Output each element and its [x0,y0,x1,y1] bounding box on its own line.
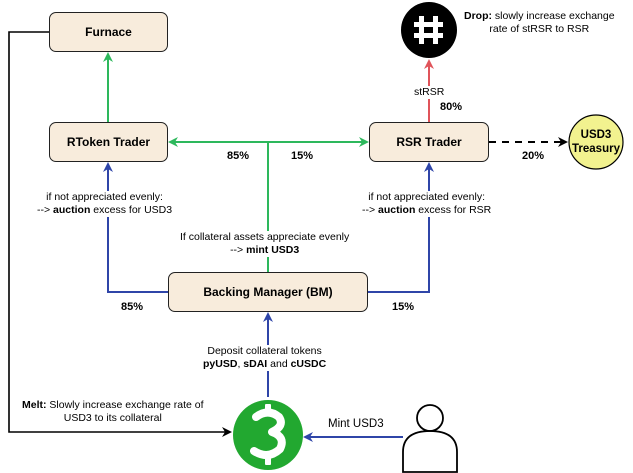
drop-label: Drop: slowly increase exchange rate of s… [464,10,615,36]
bm-to-rtoken-arrow [103,162,168,293]
strsr-percent: 80% [440,101,463,113]
melt-bold: Melt: [22,399,47,411]
treasury-circle [568,114,624,170]
mint-condition-label: If collateral assets appreciate evenly -… [180,231,350,257]
rtoken-auction-bold: auction [53,204,91,216]
rtoken-auction-prefix: --> [37,204,54,216]
backing-manager-label: Backing Manager (BM) [203,285,333,299]
green-left-percent: 85% [227,150,250,162]
deposit-sep-1: , [237,358,244,370]
deposit-token-pyusd: pyUSD [203,358,238,370]
rsr-auction-suffix: excess for RSR [415,204,492,216]
furnace-label: Furnace [85,25,132,39]
treasury-label-line2: Treasury [572,143,620,155]
rsr-trader-node[interactable]: RSR Trader [369,122,489,162]
green-right-percent: 15% [291,150,314,162]
treasury-percent: 20% [522,150,545,162]
deposit-label: Deposit collateral tokens pyUSD, sDAI an… [203,345,327,371]
strsr-label: stRSR [414,86,445,99]
mint-condition-prefix: --> [230,244,247,256]
melt-text-2: USD3 to its collateral [63,412,162,424]
blue-right-percent: 15% [392,301,415,313]
hash-icon [401,2,457,58]
rtoken-trader-label: RToken Trader [66,135,151,149]
rsr-auction-bold: auction [378,204,416,216]
bm-to-rsr-arrow [368,162,434,293]
rsr-auction-label: if not appreciated evenly: --> auction e… [362,191,492,217]
rtoken-trader-node[interactable]: RToken Trader [49,122,168,162]
deposit-token-sdai: sDAI [243,358,268,370]
mint-condition-line1: If collateral assets appreciate evenly [180,231,350,243]
mint-usd3-label: Mint USD3 [328,418,384,431]
rtoken-auction-line1: if not appreciated evenly: [46,191,163,203]
melt-text-1: Slowly increase exchange rate of [46,399,204,411]
usd3-coin-icon [233,400,303,470]
rsr-trader-label: RSR Trader [396,135,462,149]
person-icon [402,404,458,473]
deposit-line1: Deposit collateral tokens [207,345,322,357]
deposit-sep-2: and [267,358,291,370]
drop-text-1: slowly increase exchange [492,10,615,22]
rtoken-auction-suffix: excess for USD3 [90,204,173,216]
drop-bold: Drop: [464,10,492,22]
treasury-label-line1: USD3 [580,129,612,141]
treasury-node[interactable]: USD3 Treasury [568,128,624,156]
backing-manager-node[interactable]: Backing Manager (BM) [168,272,368,312]
blue-left-percent: 85% [121,301,144,313]
melt-label: Melt: Slowly increase exchange rate of U… [22,399,204,425]
deposit-token-cusdc: cUSDC [290,358,327,370]
furnace-node[interactable]: Furnace [49,12,168,52]
melt-connector [8,31,232,437]
mint-condition-bold: mint USD3 [246,244,300,256]
rsr-auction-line1: if not appreciated evenly: [368,191,485,203]
drop-text-2: rate of stRSR to RSR [489,23,590,35]
rtoken-auction-label: if not appreciated evenly: --> auction e… [37,191,173,217]
rsr-auction-prefix: --> [362,204,379,216]
